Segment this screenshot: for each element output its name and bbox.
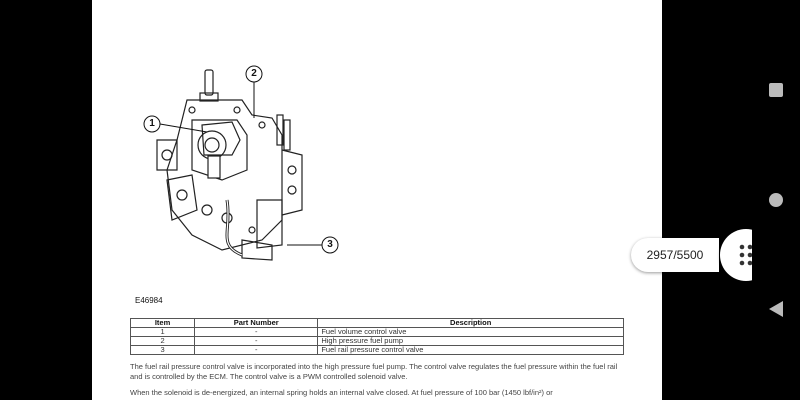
recents-square-icon bbox=[769, 83, 783, 97]
home-button[interactable] bbox=[752, 176, 800, 224]
cell-description: Fuel rail pressure control valve bbox=[317, 345, 624, 355]
cell-part-number: - bbox=[194, 345, 319, 355]
parts-table: Item Part Number Description 1 - Fuel vo… bbox=[129, 318, 624, 355]
cell-item: 3 bbox=[129, 345, 196, 355]
recents-button[interactable] bbox=[752, 66, 800, 114]
callout-1: 1 bbox=[149, 118, 155, 129]
table-row: 3 - Fuel rail pressure control valve bbox=[129, 345, 624, 355]
callout-3: 3 bbox=[327, 239, 333, 250]
back-button[interactable] bbox=[752, 285, 800, 333]
paragraph-2: When the solenoid is de-energized, an in… bbox=[130, 388, 553, 397]
fuel-pump-diagram bbox=[143, 65, 339, 261]
callout-2: 2 bbox=[251, 68, 257, 79]
home-circle-icon bbox=[769, 193, 783, 207]
document-page: 1 2 3 E46984 Item Part Number Descriptio… bbox=[92, 0, 662, 400]
dots-grid-icon bbox=[739, 244, 753, 266]
paragraph-1: The fuel rail pressure control valve is … bbox=[130, 362, 618, 381]
back-triangle-icon bbox=[769, 301, 783, 317]
page-counter[interactable]: 2957/5500 bbox=[631, 238, 719, 272]
figure-code: E46984 bbox=[135, 296, 163, 305]
system-navigation-bar bbox=[752, 0, 800, 400]
